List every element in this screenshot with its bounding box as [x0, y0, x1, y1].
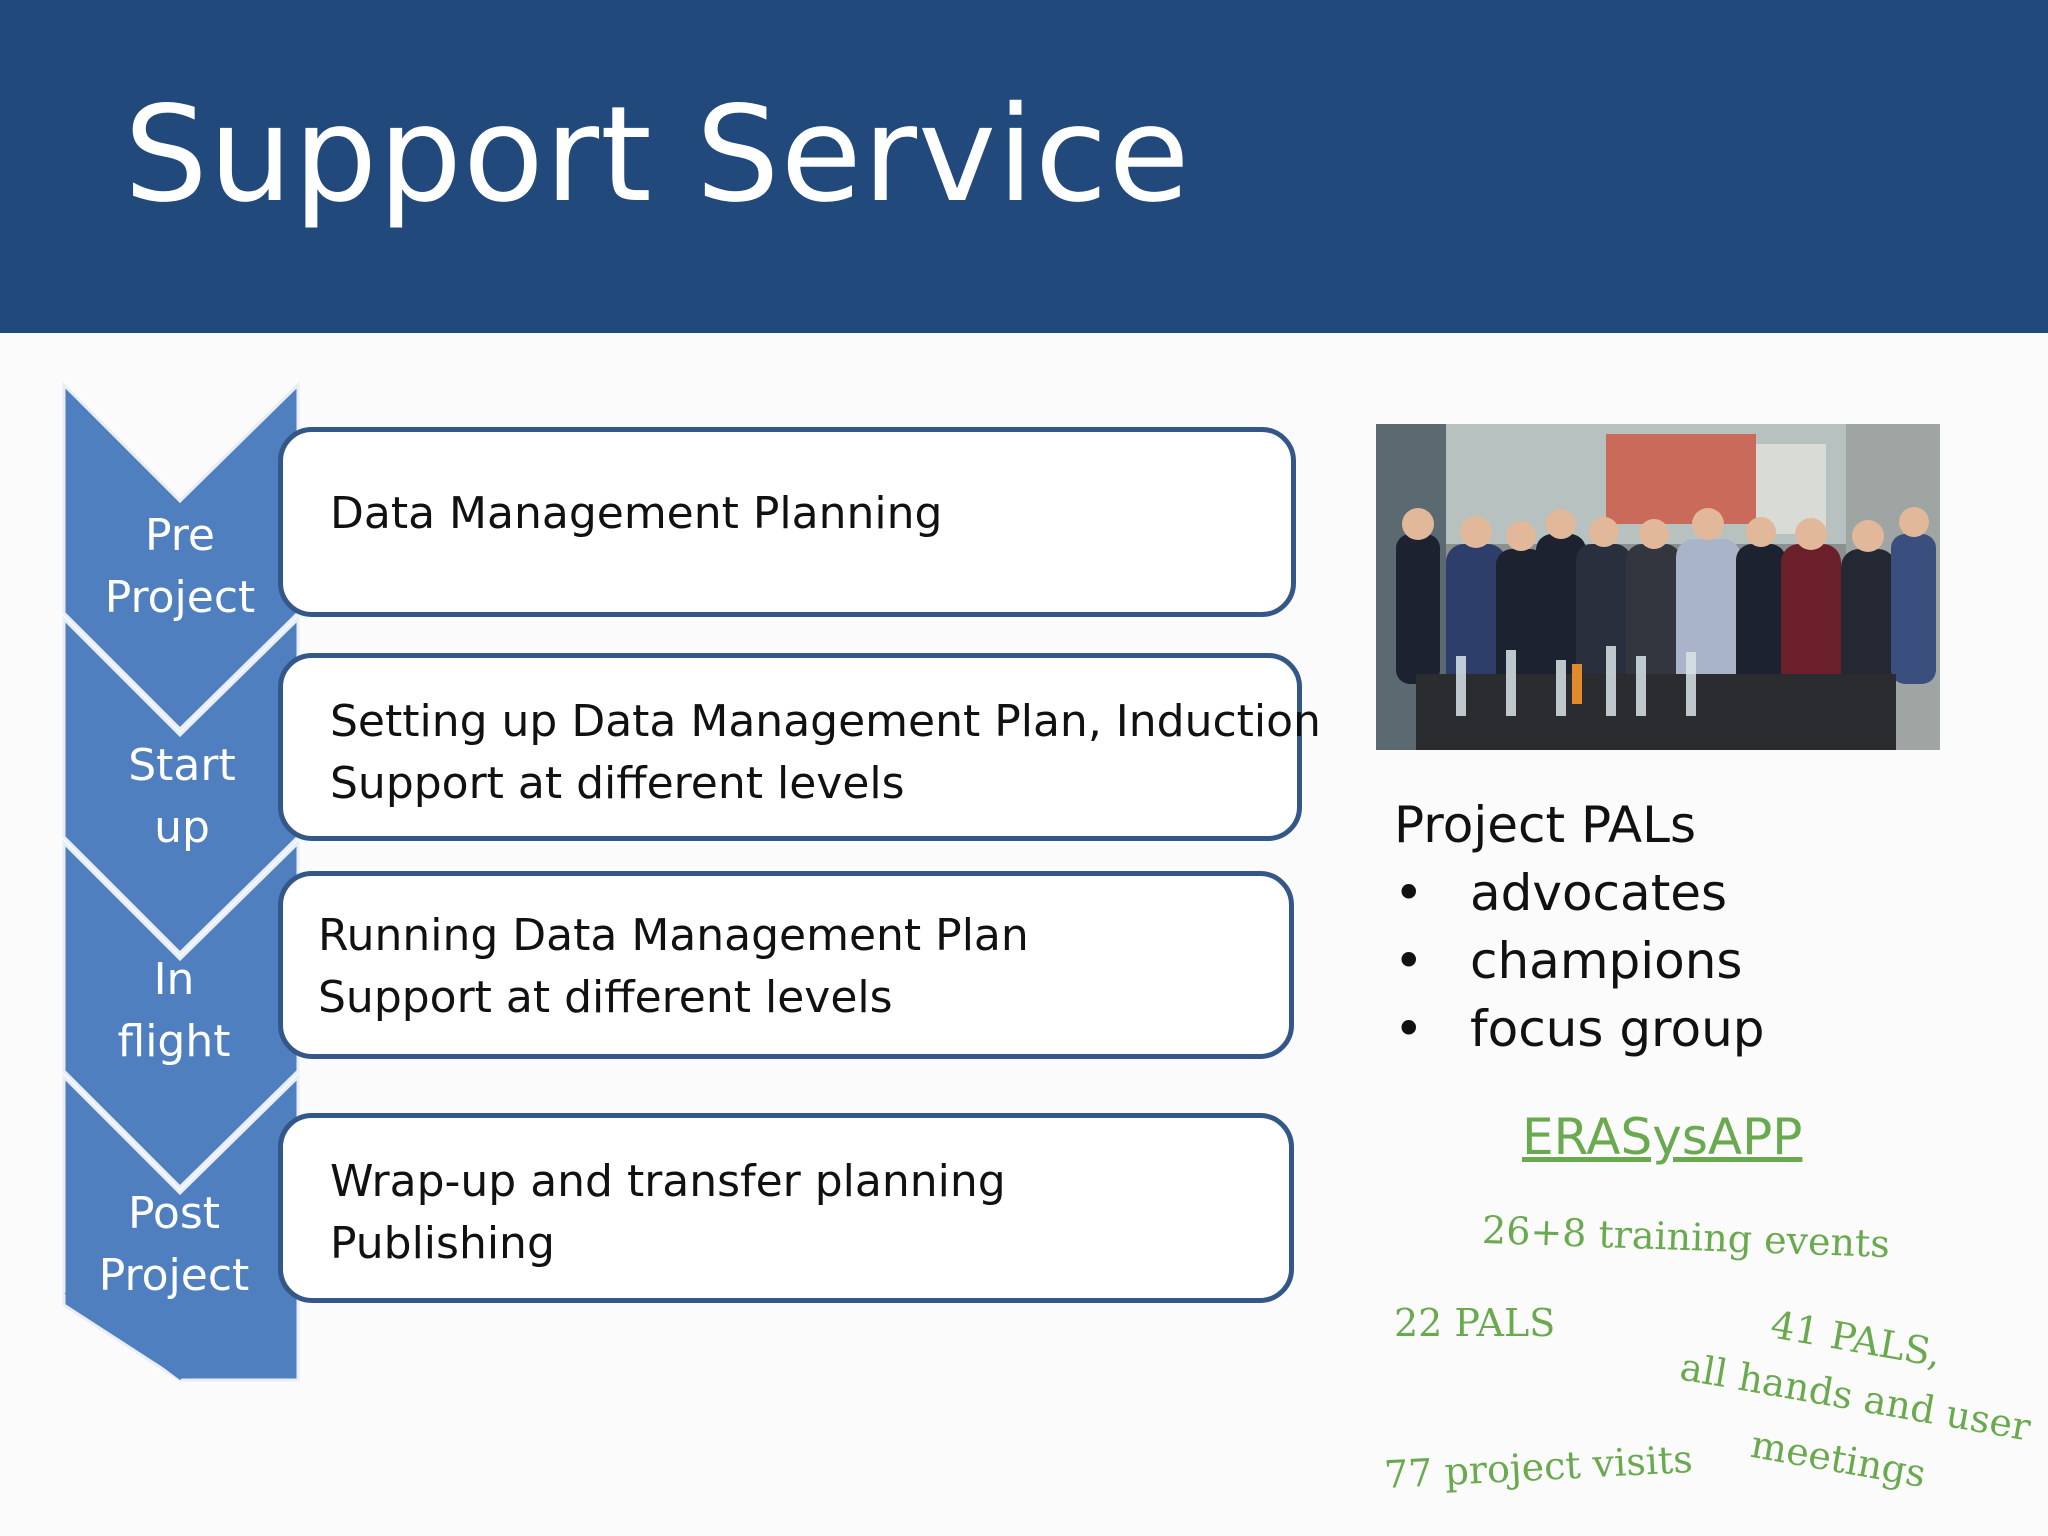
bullet-icon: • [1394, 1000, 1424, 1058]
bullet-icon: • [1394, 864, 1424, 922]
stage-box-in-flight [278, 871, 1294, 1059]
chevron-post-project-tip [64, 1293, 298, 1380]
stage-label-start-up: Start up [82, 735, 282, 859]
bullet-icon: • [1394, 932, 1424, 990]
bullet-text: advocates [1470, 864, 1728, 922]
erasysapp-link[interactable]: ERASysAPP [1522, 1108, 1803, 1166]
stage-line: Start [128, 740, 236, 791]
title-banner: Support Service [0, 0, 2048, 333]
box-line: Running Data Management Plan [318, 910, 1029, 961]
stage-label-post-project: Post Project [74, 1183, 274, 1307]
stage-line: Post [127, 1188, 221, 1239]
box-line: Data Management Planning [330, 488, 943, 539]
chevron-in-flight [62, 839, 300, 1190]
stage-box-text: Running Data Management Plan Support at … [318, 905, 1029, 1029]
stage-line: In [153, 954, 195, 1005]
stage-line: up [154, 802, 210, 853]
bullet-text: focus group [1470, 1000, 1765, 1058]
stage-box-start-up [278, 653, 1302, 841]
stat-meetings-line: meetings [1747, 1421, 1930, 1497]
stat-pals: 22 PALS [1394, 1301, 1556, 1345]
stat-training-events: 26+8 training events [1481, 1207, 1891, 1267]
stage-line: Project [98, 1250, 250, 1301]
box-line: Setting up Data Management Plan, Inducti… [330, 696, 1321, 747]
stage-box-text: Data Management Planning [330, 483, 942, 545]
slide-content: Pre Project Start up In flight Post Proj… [0, 333, 2048, 1536]
box-line: Support at different levels [330, 758, 905, 809]
group-photo [1376, 424, 1940, 750]
stage-box-text: Wrap-up and transfer planning Publishing [330, 1151, 1006, 1275]
slide-title: Support Service [124, 78, 1191, 232]
stage-box-post-project [278, 1113, 1294, 1303]
pals-heading: Project PALs [1394, 796, 1697, 854]
bullet-text: champions [1470, 932, 1743, 990]
box-line: Publishing [330, 1218, 555, 1269]
box-line: Wrap-up and transfer planning [330, 1156, 1006, 1207]
stage-box-text: Setting up Data Management Plan, Inducti… [330, 691, 1321, 815]
stage-line: Project [104, 572, 256, 623]
box-line: Support at different levels [318, 972, 893, 1023]
stage-label-in-flight: In flight [74, 949, 274, 1073]
stage-label-pre-project: Pre Project [80, 505, 280, 629]
process-chevrons [62, 381, 300, 1382]
stat-project-visits: 77 project visits [1383, 1436, 1694, 1498]
stage-box-pre-project [278, 427, 1296, 617]
stage-line: Pre [145, 510, 215, 561]
stage-line: flight [117, 1016, 231, 1067]
